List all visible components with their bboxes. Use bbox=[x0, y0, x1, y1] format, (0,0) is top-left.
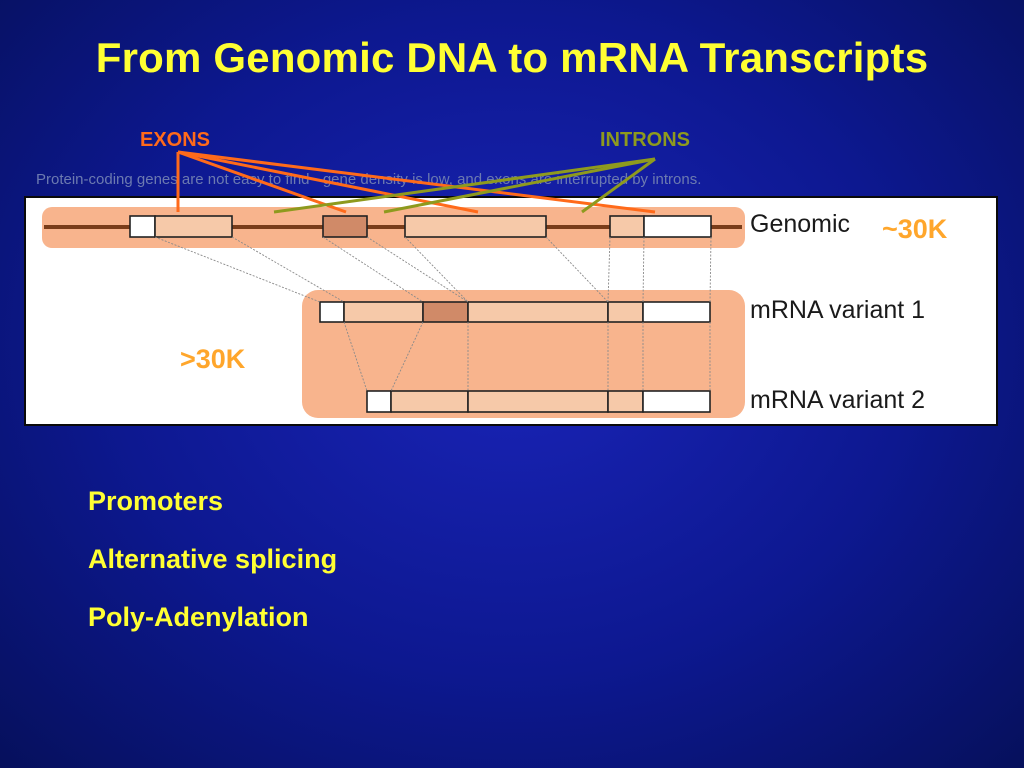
bullet-alternative-splicing: Alternative splicing bbox=[88, 544, 338, 574]
genomic-exon-1 bbox=[154, 215, 233, 238]
genomic-exon-3 bbox=[404, 215, 547, 238]
mrna-variant-2 bbox=[366, 390, 711, 413]
transcript-count: >30K bbox=[180, 344, 246, 374]
slide-title: From Genomic DNA to mRNA Transcripts bbox=[95, 34, 929, 81]
v1-utr-3 bbox=[642, 301, 711, 323]
exons-label: EXONS bbox=[140, 129, 211, 151]
genomic-count: ~30K bbox=[882, 214, 948, 244]
genomic-exon-2 bbox=[322, 215, 368, 238]
splice-mapping-lines bbox=[154, 236, 712, 392]
bullet-poly-adenylation: Poly-Adenylation bbox=[88, 602, 309, 632]
gene-diagram-svg bbox=[44, 215, 742, 413]
introns-label: INTRONS bbox=[600, 129, 690, 151]
genomic-boxes bbox=[129, 215, 712, 238]
bullet-promoters: Promoters bbox=[88, 486, 224, 516]
track-label-mrna-variant-1: mRNA variant 1 bbox=[750, 296, 926, 324]
exon-callout-lines bbox=[176, 150, 656, 214]
intron-callout-lines bbox=[273, 157, 656, 214]
mrna-variant-1 bbox=[319, 301, 711, 323]
track-label-genomic: Genomic bbox=[750, 210, 851, 238]
gene-structure-figure: Genomic mRNA variant 1 mRNA variant 2 bbox=[24, 196, 998, 426]
bullet-list: Promoters Alternative splicing Poly-Aden… bbox=[88, 485, 337, 659]
genomic-utr-3 bbox=[643, 215, 712, 238]
v2-utr-3 bbox=[642, 390, 711, 413]
track-label-mrna-variant-2: mRNA variant 2 bbox=[750, 386, 926, 414]
